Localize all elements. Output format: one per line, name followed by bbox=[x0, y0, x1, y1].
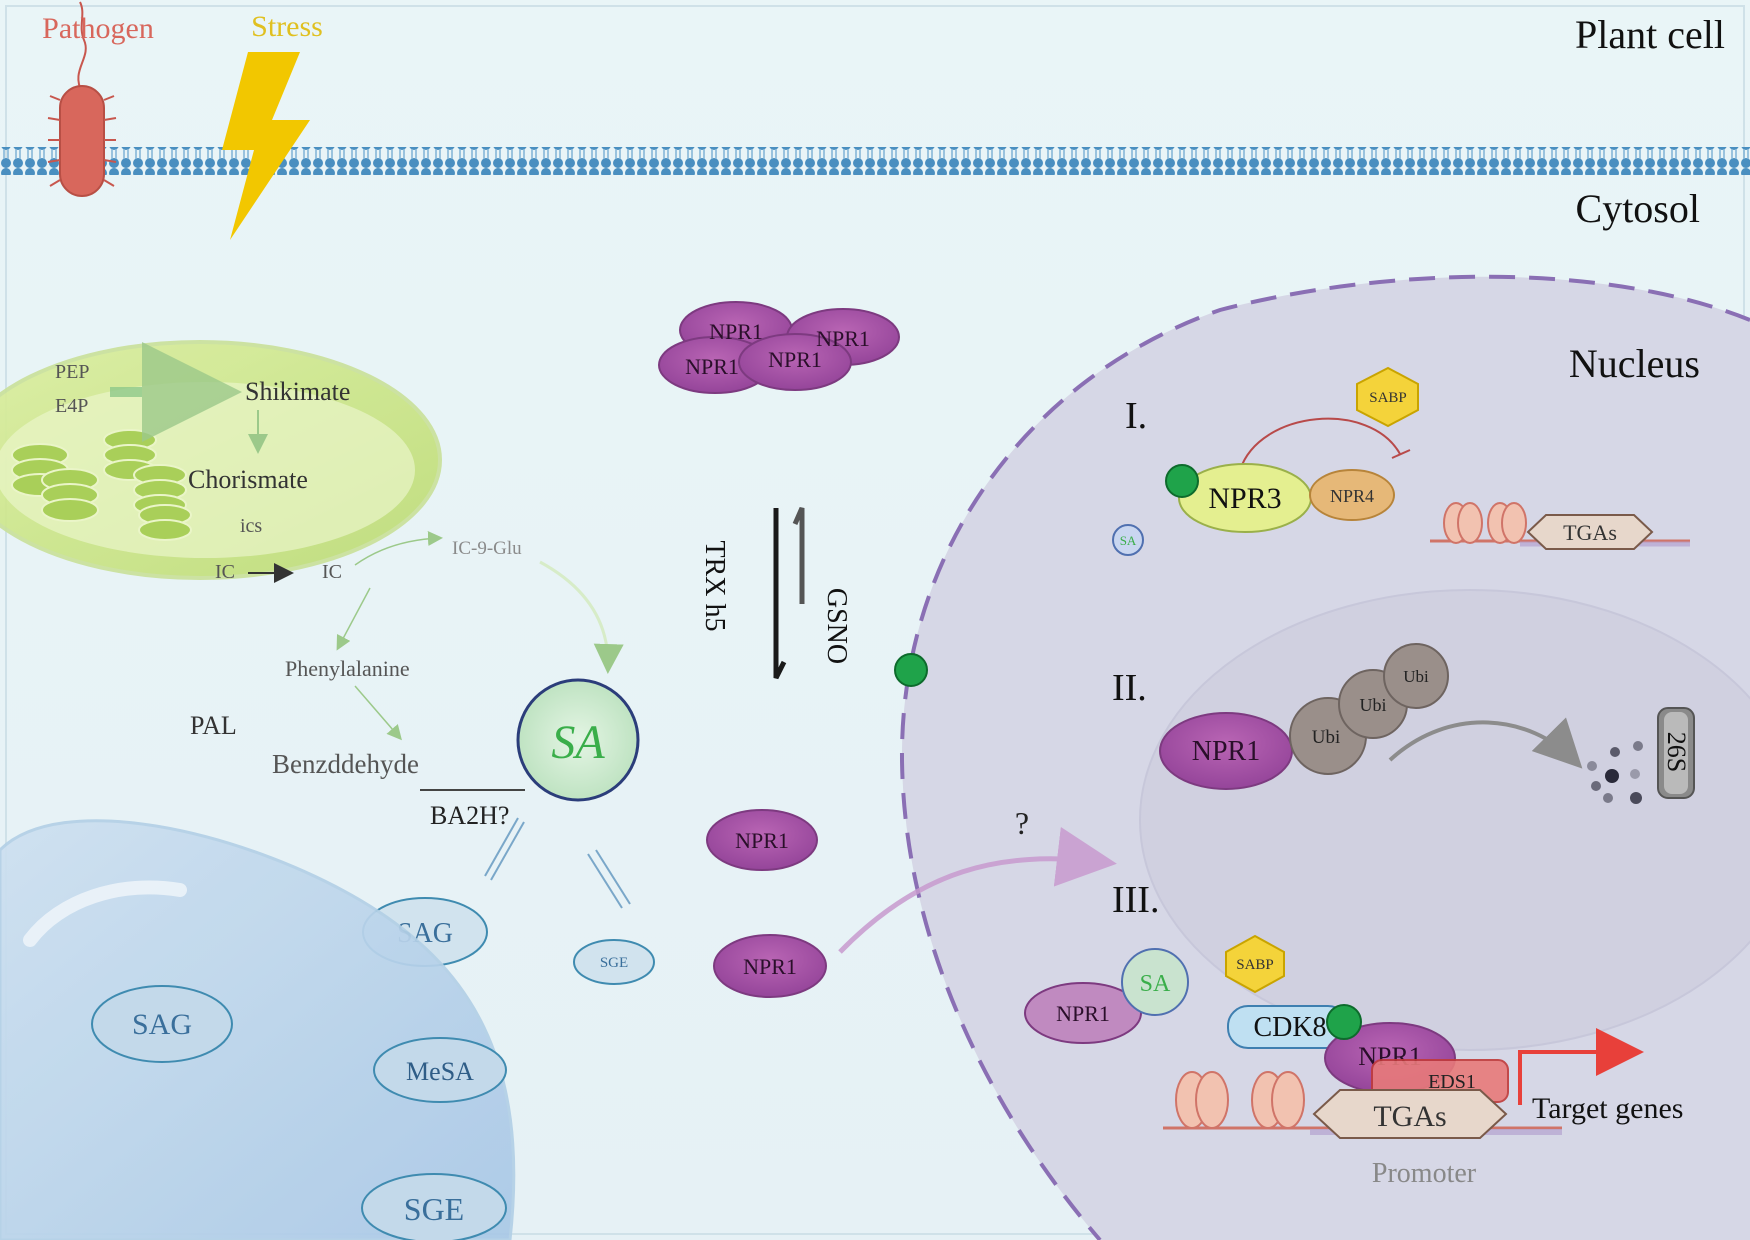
chorismate-label: Chorismate bbox=[188, 465, 308, 494]
mesa-vacuole-label: MeSA bbox=[406, 1057, 474, 1086]
eds1-label: EDS1 bbox=[1428, 1071, 1476, 1093]
pathogen-label: Pathogen bbox=[42, 12, 154, 45]
ic-chloroplast-label: IC bbox=[215, 561, 235, 583]
nuclear-import-arrow bbox=[838, 826, 1117, 954]
npr3-npr4-inhibition bbox=[1239, 417, 1401, 471]
stress-label: Stress bbox=[251, 10, 323, 43]
mesa-vacuole bbox=[373, 1037, 507, 1103]
sabp-iii-label: SABP bbox=[1236, 957, 1274, 973]
phenylalanine-to-benzaldehyde-arrow bbox=[354, 685, 402, 741]
npr1-oligomer bbox=[658, 301, 900, 394]
pal-label: PAL bbox=[190, 711, 237, 740]
sge-vacuole bbox=[361, 1173, 507, 1240]
ubi-3-label: Ubi bbox=[1403, 667, 1429, 686]
ubiquitin-3 bbox=[1383, 643, 1449, 709]
npr1-free-iii-label: NPR1 bbox=[1056, 1001, 1110, 1026]
tgas-i-label: TGAs bbox=[1563, 520, 1617, 545]
section-ii-label: II. bbox=[1112, 667, 1147, 709]
ic-to-ic9glu-arrow bbox=[354, 530, 443, 566]
nucleus-label: Nucleus bbox=[1569, 341, 1700, 386]
transcription-start-arrow bbox=[1518, 1028, 1644, 1105]
gsno-oxidation-arrow bbox=[792, 506, 805, 604]
ic-to-phenylalanine-arrow bbox=[336, 587, 371, 651]
npr3-bound-dot bbox=[1165, 464, 1199, 498]
cytosol-label: Cytosol bbox=[1576, 186, 1700, 231]
phenylalanine-label: Phenylalanine bbox=[285, 656, 410, 681]
cell-membrane bbox=[0, 147, 1750, 175]
sabp-hexagon-iii bbox=[1225, 934, 1285, 994]
sa-sag-arrows bbox=[484, 817, 525, 881]
sge-cytosol-label: SGE bbox=[600, 955, 628, 971]
nucleolus bbox=[1139, 589, 1750, 1051]
sa-sge-arrows bbox=[587, 849, 631, 909]
pep-label: PEP bbox=[55, 361, 89, 383]
shikimate-label: Shikimate bbox=[245, 377, 350, 406]
peptide-fragments bbox=[1587, 741, 1643, 804]
gsno-label: GSNO bbox=[821, 588, 852, 664]
sag-vacuole bbox=[91, 985, 233, 1063]
ba2h-label: BA2H? bbox=[430, 801, 509, 830]
sa-bound-iii bbox=[1121, 948, 1189, 1016]
ics-label: ics bbox=[240, 515, 262, 537]
sge-vacuole-label: SGE bbox=[404, 1191, 464, 1227]
e4p-label: E4P bbox=[55, 395, 88, 417]
inhibition-bar bbox=[1391, 449, 1411, 459]
sabp-i-label: SABP bbox=[1369, 390, 1407, 406]
npr1-oligomer-label-4: NPR1 bbox=[768, 347, 822, 372]
sag-vacuole-label: SAG bbox=[132, 1008, 192, 1041]
ubi-2-label: Ubi bbox=[1360, 695, 1387, 715]
cdk8-label: CDK8 bbox=[1253, 1012, 1326, 1043]
tgas-iii bbox=[1312, 1089, 1508, 1139]
sa-label: SA bbox=[551, 716, 605, 769]
npr1-oligomer-label-2: NPR1 bbox=[816, 326, 870, 351]
npr1-monomer-label-2: NPR1 bbox=[743, 954, 797, 979]
ic9glu-label: IC-9-Glu bbox=[452, 538, 522, 559]
sa-small-i bbox=[1112, 524, 1144, 556]
npr1-degradation-label: NPR1 bbox=[1192, 736, 1260, 767]
ubi-1-label: Ubi bbox=[1312, 727, 1341, 748]
sge-cytosol bbox=[573, 939, 655, 985]
npr4-label: NPR4 bbox=[1330, 486, 1374, 506]
lightning-icon bbox=[222, 52, 310, 240]
thylakoid-stacks bbox=[11, 429, 192, 541]
section-i-label: I. bbox=[1125, 395, 1147, 437]
sa-small-i-label: SA bbox=[1120, 533, 1137, 548]
npr1-oligomer-label-1: NPR1 bbox=[709, 319, 763, 344]
proteasome-label: 26S bbox=[1662, 732, 1691, 772]
sa-molecule bbox=[516, 678, 640, 802]
sabp-hexagon-i bbox=[1356, 366, 1419, 428]
tgas-iii-label: TGAs bbox=[1373, 1100, 1446, 1133]
ic-label: IC bbox=[322, 561, 342, 583]
npr1-oligomer-label-3: NPR1 bbox=[685, 354, 739, 379]
nucleosomes-iii bbox=[1175, 1071, 1305, 1129]
trx-reduction-arrow bbox=[773, 508, 787, 680]
nuclear-pore-dot bbox=[894, 653, 928, 687]
proteasome-icon bbox=[1657, 707, 1695, 799]
benzaldehyde-label: Benzddehyde bbox=[272, 749, 419, 779]
promoter-label: Promoter bbox=[1372, 1158, 1477, 1189]
plant-cell-label: Plant cell bbox=[1575, 12, 1725, 57]
import-question-label: ? bbox=[1015, 805, 1029, 841]
npr1-oligomer-unit bbox=[738, 333, 852, 391]
sa-bound-iii-label: SA bbox=[1140, 971, 1171, 997]
cdk8-bound-dot bbox=[1326, 1004, 1362, 1040]
ic9glu-to-sa-arrow bbox=[539, 560, 624, 674]
npr1-monomer-label-1: NPR1 bbox=[735, 828, 789, 853]
npr4-protein bbox=[1309, 469, 1395, 521]
vacuole bbox=[0, 819, 516, 1240]
npr3-label: NPR3 bbox=[1208, 482, 1281, 515]
section-iii-label: III. bbox=[1112, 879, 1159, 921]
degradation-arrow bbox=[1388, 717, 1583, 769]
tgas-i bbox=[1526, 514, 1654, 550]
npr1-free-iii bbox=[1024, 982, 1142, 1044]
target-genes-label: Target genes bbox=[1532, 1092, 1683, 1125]
npr1-monomer bbox=[713, 934, 827, 998]
npr1-monomer bbox=[706, 809, 818, 871]
pathogen-icon bbox=[47, 1, 117, 197]
trx-h5-label: TRX h5 bbox=[699, 541, 730, 632]
nucleosomes-i bbox=[1443, 502, 1527, 544]
